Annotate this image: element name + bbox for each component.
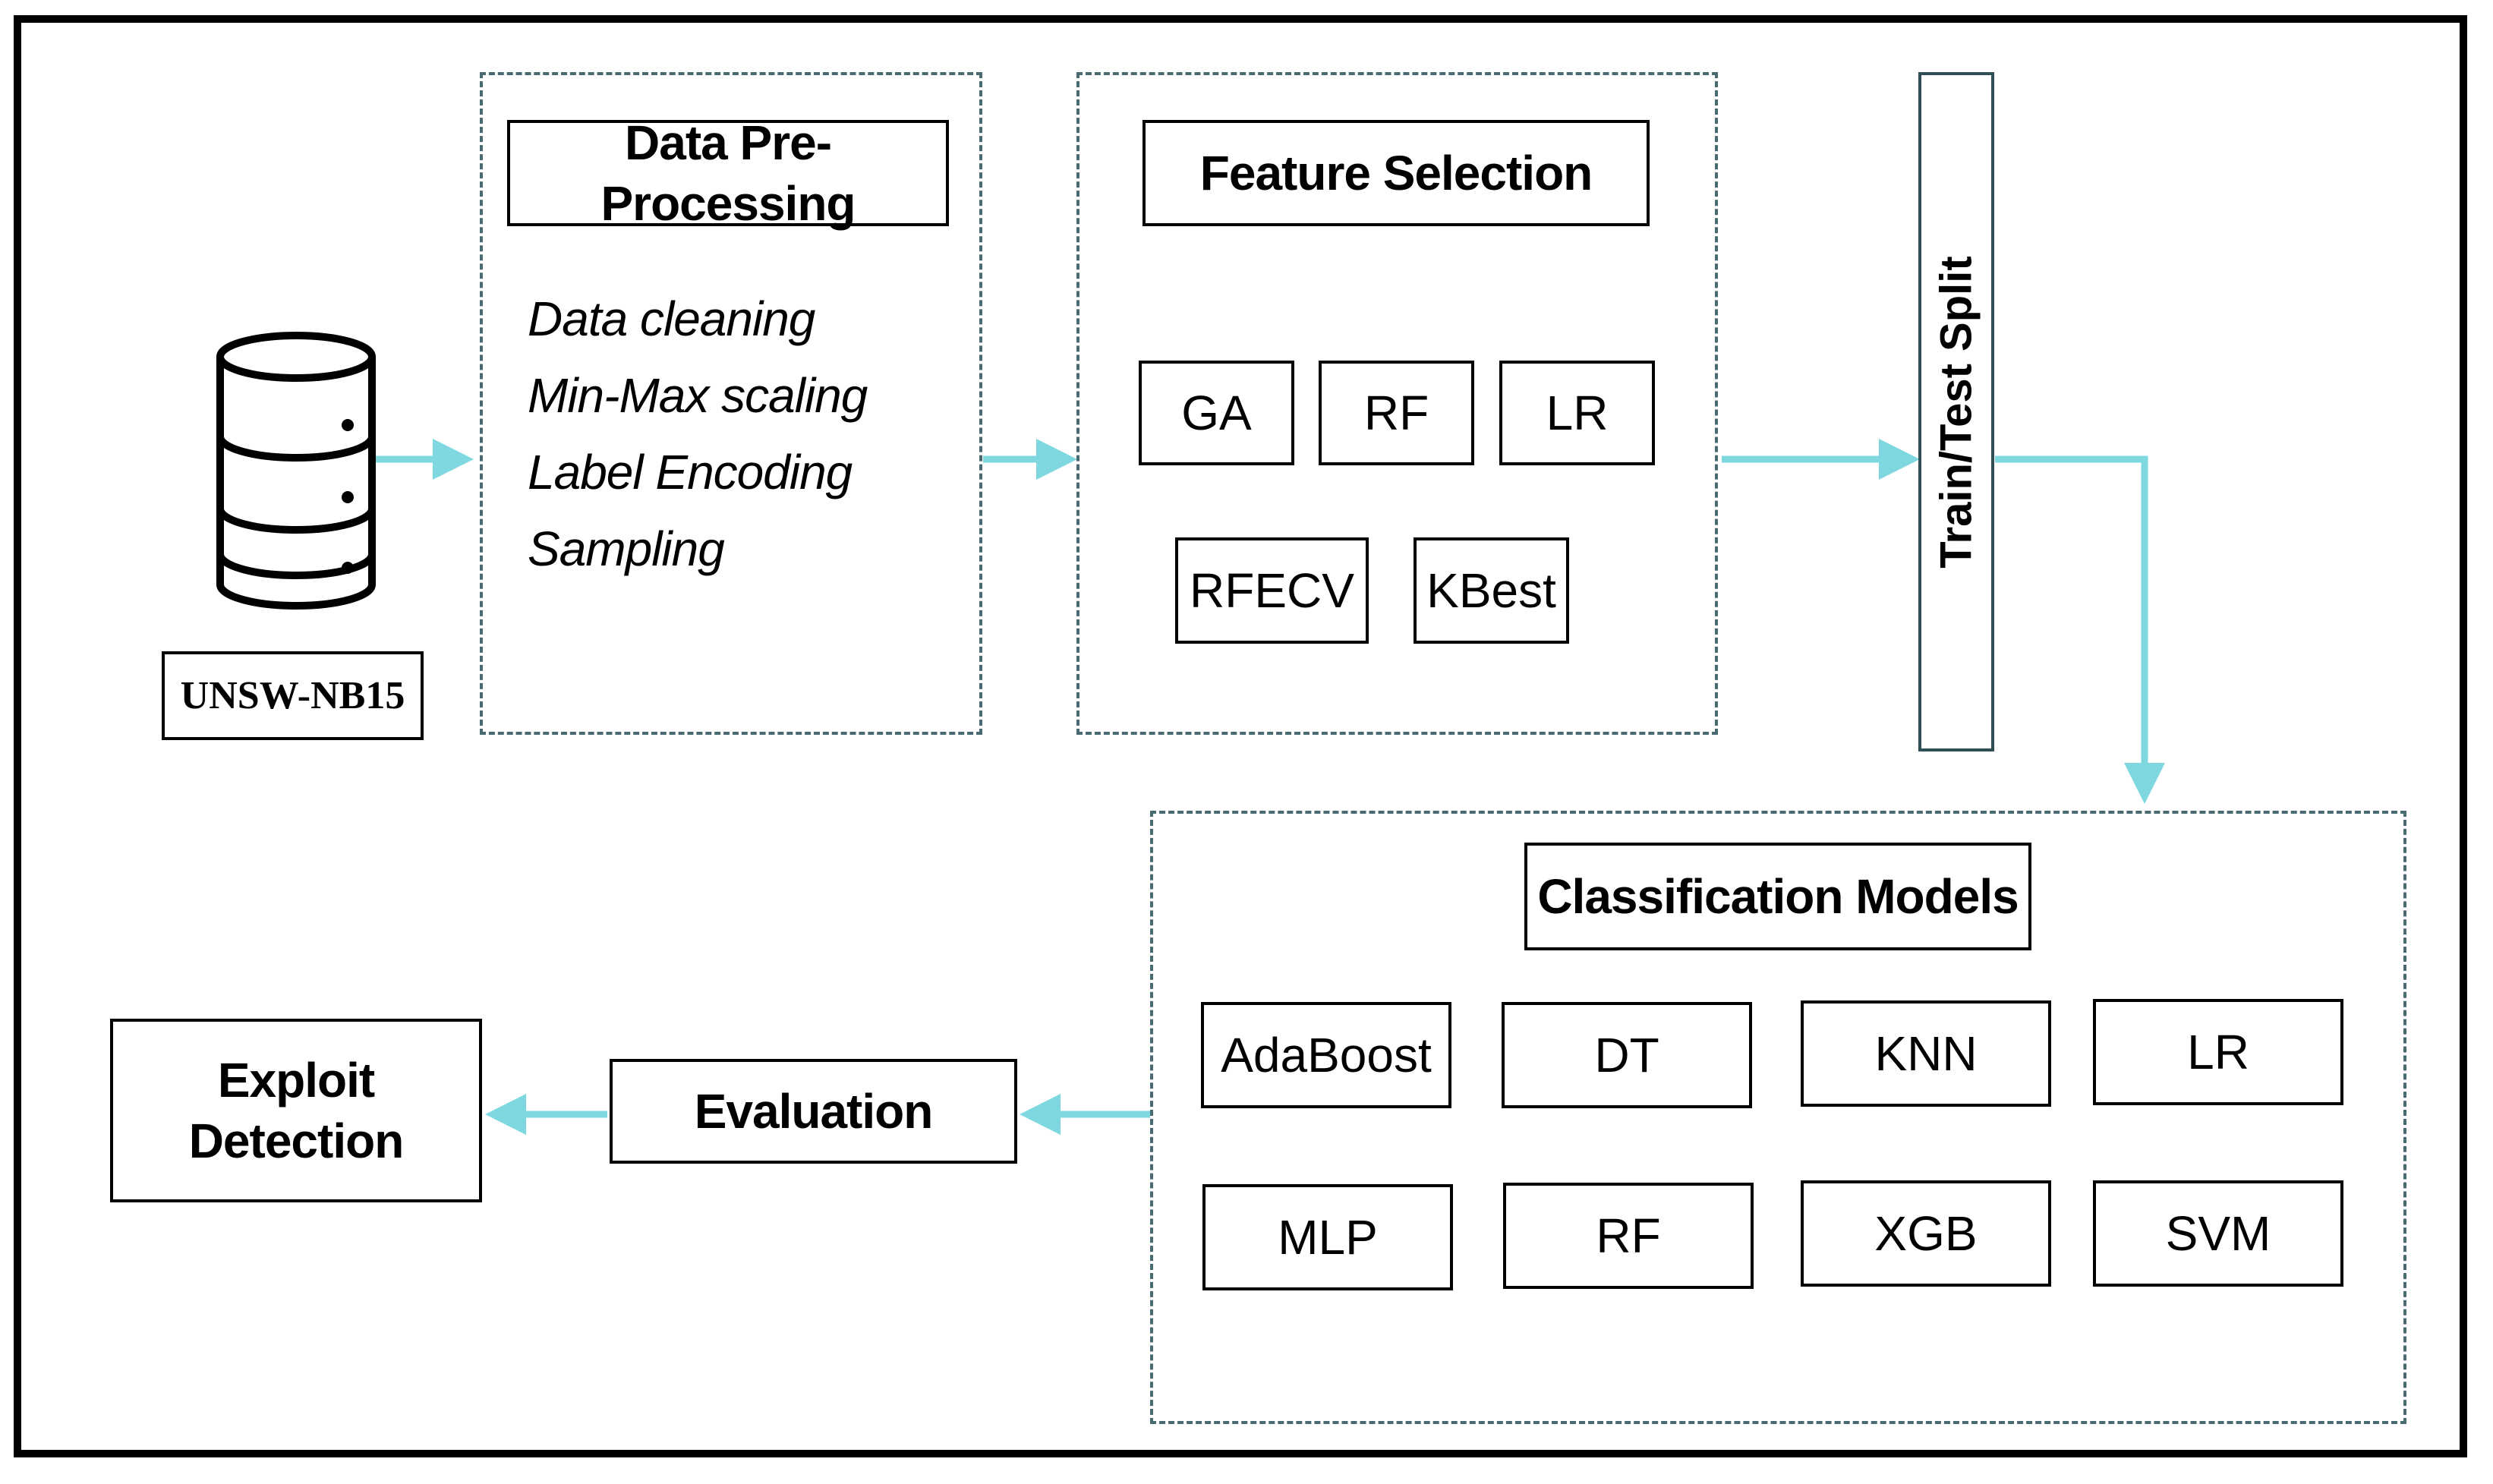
train-test-split-box: Train/Test Split — [1918, 72, 1994, 751]
step-sampling: Sampling — [528, 521, 725, 576]
database-icon — [216, 332, 376, 610]
exploit-detection-line1: Exploit — [217, 1053, 375, 1107]
feature-selection-title: Feature Selection — [1142, 120, 1650, 226]
model-rf: RF — [1503, 1183, 1754, 1289]
method-rf: RF — [1319, 361, 1474, 465]
dataset-label: UNSW-NB15 — [162, 651, 424, 740]
exploit-detection-box: Exploit Detection — [110, 1019, 482, 1202]
model-lr: LR — [2093, 999, 2343, 1105]
exploit-detection-line2: Detection — [188, 1114, 405, 1168]
method-ga: GA — [1139, 361, 1294, 465]
model-mlp: MLP — [1202, 1184, 1453, 1290]
model-knn: KNN — [1801, 1000, 2051, 1107]
classification-group — [1150, 811, 2406, 1424]
train-test-split-label: Train/Test Split — [1931, 255, 1981, 569]
method-lr: LR — [1499, 361, 1655, 465]
feature-selection-group — [1076, 72, 1718, 735]
model-xgb: XGB — [1801, 1180, 2051, 1287]
step-data-cleaning: Data cleaning — [528, 291, 815, 346]
evaluation-box: Evaluation — [610, 1059, 1017, 1164]
method-rfecv: RFECV — [1175, 537, 1369, 644]
classification-title: Classification Models — [1524, 843, 2031, 950]
outer-frame — [14, 15, 2467, 1457]
step-min-max-scaling: Min-Max scaling — [528, 368, 868, 423]
preprocessing-group — [480, 72, 982, 735]
preprocessing-title: Data Pre-Processing — [507, 115, 949, 231]
model-svm: SVM — [2093, 1180, 2343, 1287]
step-label-encoding: Label Encoding — [528, 445, 853, 499]
model-adaboost: AdaBoost — [1201, 1002, 1451, 1108]
arrow-split-to-classification — [1995, 455, 2165, 804]
preprocessing-steps: Data cleaning Min-Max scaling Label Enco… — [528, 281, 868, 588]
method-kbest: KBest — [1414, 537, 1569, 644]
model-dt: DT — [1502, 1002, 1752, 1108]
